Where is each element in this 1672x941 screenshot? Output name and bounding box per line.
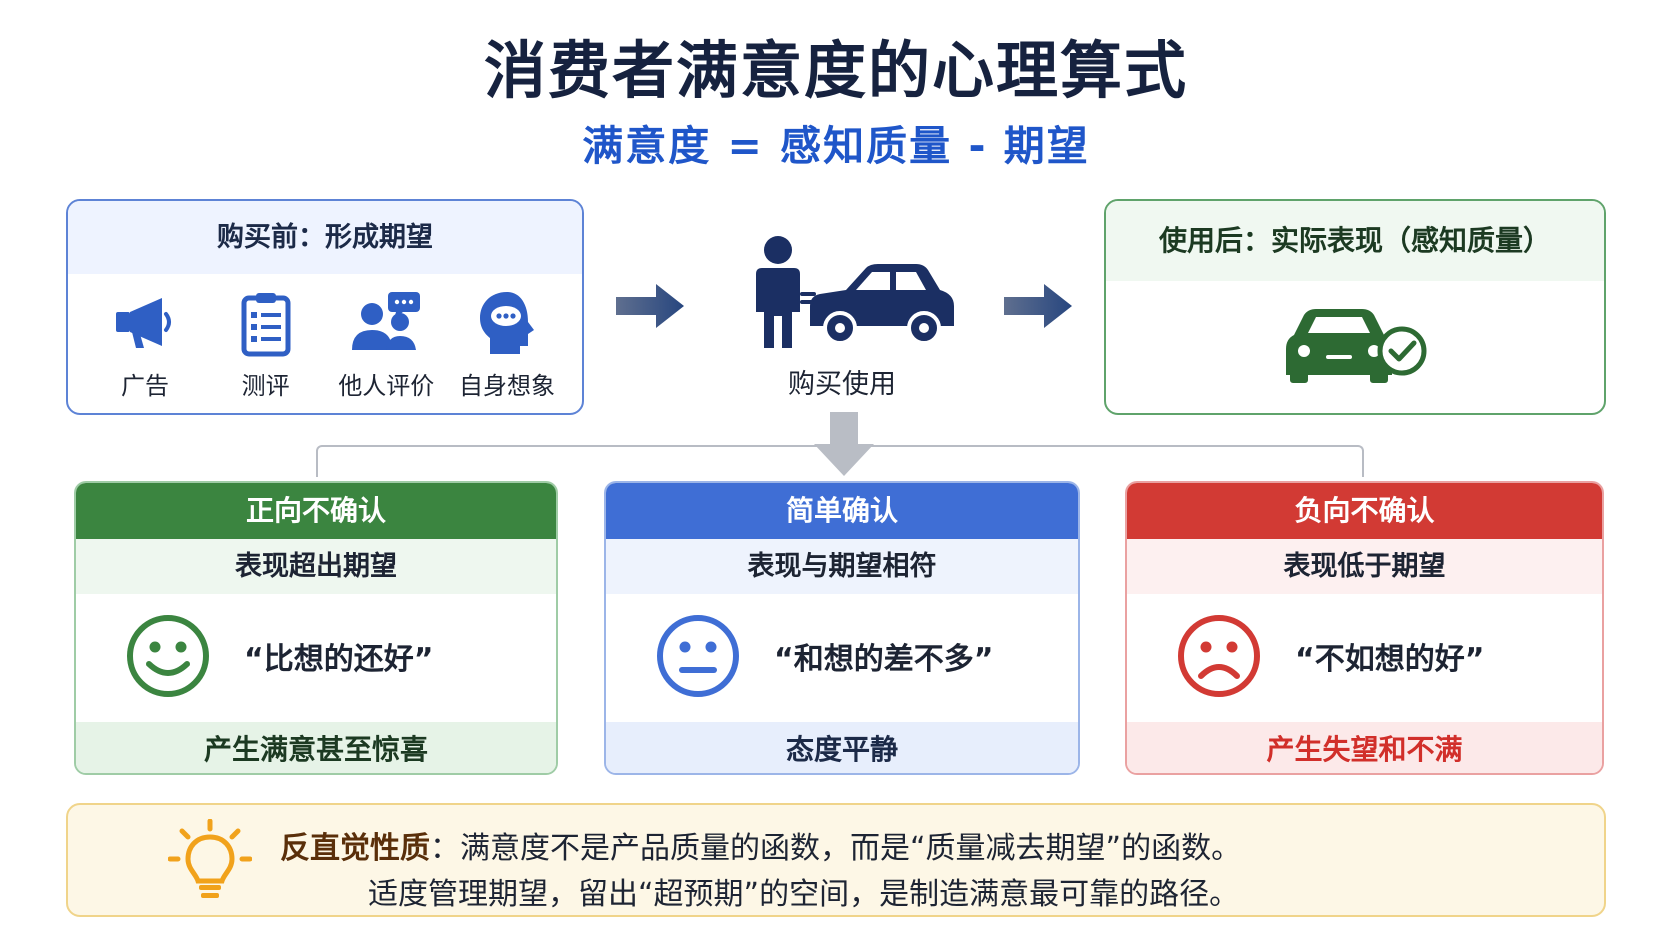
outcome-title: 简单确认 (606, 483, 1078, 539)
source-item-others: 他人评价 (327, 288, 445, 401)
outcome-card-positive: 正向不确认 表现超出期望 “比想的还好” 产生满意甚至惊喜 (74, 481, 558, 775)
outcome-quote: “和想的差不多” (774, 642, 994, 677)
outcome-quote: “不如想的好” (1295, 642, 1485, 677)
head-thought-icon (479, 292, 534, 354)
insight-line-2: 适度管理期望，留出“超预期”的空间，是制造满意最可靠的路径。 (368, 877, 1240, 912)
formula: 满意度 = 感知质量 - 期望 (582, 122, 1090, 170)
people-chat-icon (352, 292, 421, 350)
outcome-title: 正向不确认 (76, 483, 556, 539)
insight-text: ：满意度不是产品质量的函数，而是“质量减去期望”的函数。 (430, 831, 1242, 866)
arrow-down-icon (814, 412, 874, 476)
person-car-icon (756, 236, 954, 348)
after-use-box: 使用后：实际表现（感知质量） (1104, 199, 1606, 415)
outcome-quote: “比想的还好” (244, 642, 434, 677)
source-label: 测评 (241, 372, 290, 400)
arrow-right-icon (1004, 284, 1072, 328)
expectation-sources: 广告 测评 他人评价 (68, 288, 582, 401)
source-label: 自身想象 (458, 372, 555, 400)
arrow-right-icon (616, 284, 684, 328)
clipboard-icon (241, 293, 291, 357)
outcome-subtitle: 表现超出期望 (76, 539, 556, 594)
before-purchase-title: 购买前：形成期望 (68, 201, 582, 274)
outcome-subtitle: 表现低于期望 (1127, 539, 1602, 594)
outcome-title: 负向不确认 (1127, 483, 1602, 539)
outcome-result: 态度平静 (606, 722, 1078, 773)
source-item-ad: 广告 (86, 288, 204, 401)
outcome-subtitle: 表现与期望相符 (606, 539, 1078, 594)
sad-face-icon (1178, 615, 1260, 697)
megaphone-icon (116, 298, 171, 348)
page-title: 消费者满意度的心理算式 (483, 34, 1188, 107)
lightbulb-icon (168, 819, 252, 898)
source-label: 广告 (121, 372, 169, 400)
outcome-result: 产生满意甚至惊喜 (76, 722, 556, 773)
car-check-icon (1286, 309, 1427, 383)
source-label: 他人评价 (338, 372, 435, 400)
smile-face-icon (127, 615, 209, 697)
outcome-result: 产生失望和不满 (1127, 722, 1602, 773)
insight-lead: 反直觉性质 (280, 831, 430, 866)
insight-box: 反直觉性质：满意度不是产品质量的函数，而是“质量减去期望”的函数。 适度管理期望… (66, 803, 1606, 917)
source-item-review: 测评 (207, 288, 325, 401)
before-purchase-box: 购买前：形成期望 广告 测评 (66, 199, 584, 415)
purchase-label: 购买使用 (788, 369, 896, 400)
after-use-title: 使用后：实际表现（感知质量） (1106, 201, 1604, 281)
source-item-imagination: 自身想象 (448, 288, 566, 401)
outcome-card-neutral: 简单确认 表现与期望相符 “和想的差不多” 态度平静 (604, 481, 1080, 775)
neutral-face-icon (657, 615, 739, 697)
insight-line-1: 反直觉性质：满意度不是产品质量的函数，而是“质量减去期望”的函数。 (280, 823, 1241, 867)
outcome-card-negative: 负向不确认 表现低于期望 “不如想的好” 产生失望和不满 (1125, 481, 1604, 775)
